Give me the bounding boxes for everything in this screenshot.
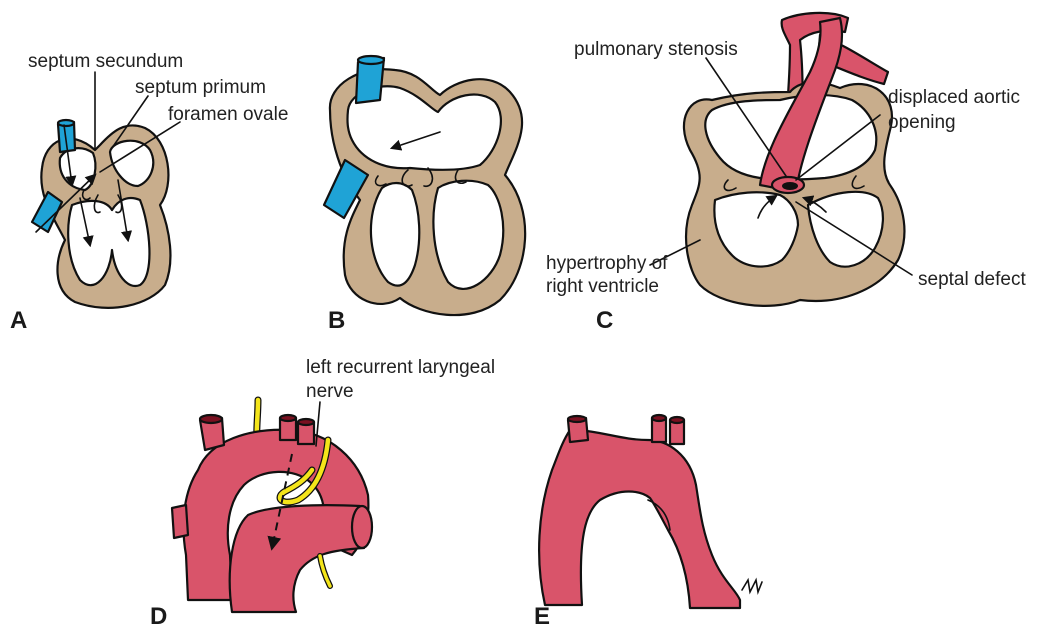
panel-c: pulmonary stenosis displaced aortic open…	[546, 13, 1026, 334]
panel-d: left recurrent laryngeal nerve D	[150, 357, 495, 630]
panel-d-pulmonary-trunk	[230, 505, 364, 612]
panel-letter-a: A	[10, 307, 27, 334]
panel-e: E	[534, 415, 762, 630]
panel-letter-b: B	[328, 307, 345, 334]
label-septum-secundum: septum secundum	[28, 51, 183, 72]
panel-b: B	[324, 56, 525, 334]
panel-letter-c: C	[596, 307, 613, 334]
label-left-recurrent-laryngeal: left recurrent laryngeal	[306, 357, 495, 378]
label-opening: opening	[888, 112, 956, 133]
label-septal-defect: septal defect	[918, 269, 1026, 290]
label-foramen-ovale: foramen ovale	[168, 104, 288, 125]
label-pulmonary-stenosis: pulmonary stenosis	[574, 39, 738, 60]
label-nerve: nerve	[306, 381, 354, 402]
panel-a: septum secundum septum primum foramen ov…	[10, 51, 288, 334]
panel-letter-d: D	[150, 603, 167, 630]
label-hypertrophy-of: hypertrophy of	[546, 253, 668, 274]
panel-e-aortic-arch	[539, 430, 740, 608]
label-septum-primum: septum primum	[135, 77, 266, 98]
label-displaced-aortic: displaced aortic	[888, 87, 1020, 108]
label-right-ventricle: right ventricle	[546, 276, 659, 297]
panel-letter-e: E	[534, 603, 550, 630]
